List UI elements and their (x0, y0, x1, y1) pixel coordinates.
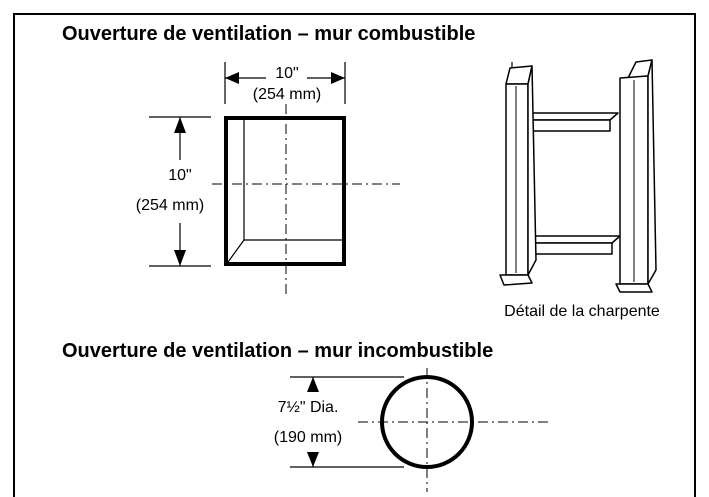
height-label: 10" (168, 167, 191, 184)
noncombustible-wall-title: Ouverture de ventilation – mur incombust… (62, 340, 493, 362)
diameter-mm-label: (190 mm) (274, 429, 342, 446)
width-label: 10" (275, 65, 298, 82)
width-mm-label: (254 mm) (253, 86, 321, 103)
height-mm-label: (254 mm) (136, 197, 204, 214)
framing-detail-caption: Détail de la charpente (504, 303, 660, 320)
framing-detail-drawing (499, 59, 657, 293)
width-dimension (224, 62, 346, 104)
diagram-border (13, 13, 696, 497)
diameter-label: 7½" Dia. (278, 399, 339, 416)
round-opening (358, 368, 550, 492)
square-opening (212, 104, 400, 298)
diameter-dimension (290, 376, 404, 468)
height-dimension (149, 116, 211, 267)
combustible-wall-title: Ouverture de ventilation – mur combustib… (62, 23, 475, 45)
